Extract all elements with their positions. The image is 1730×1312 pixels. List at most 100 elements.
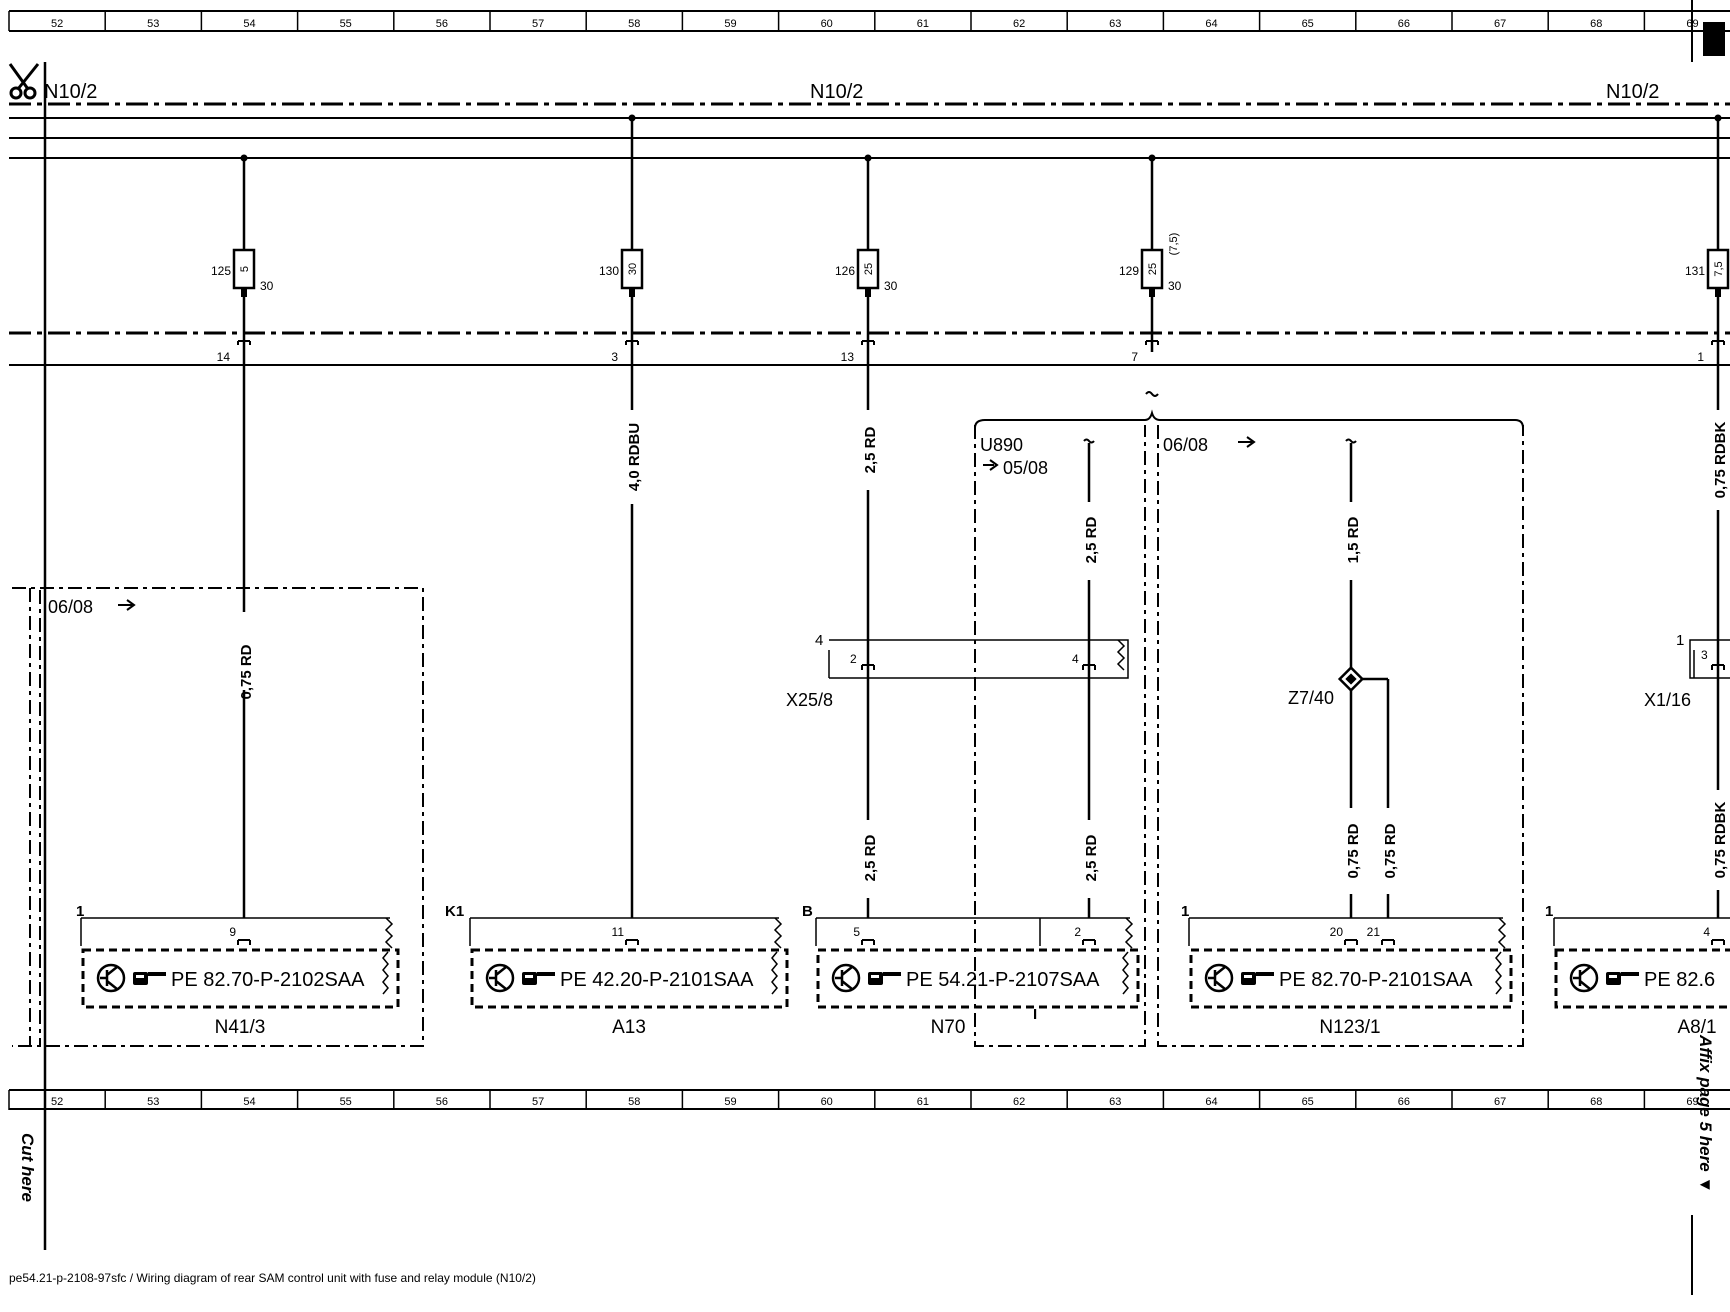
grid-column-number: 53 [147, 18, 159, 30]
grid-column-number: 54 [243, 1096, 255, 1108]
wire-label-a8-lower: 0,75 RDBK [1712, 801, 1729, 878]
code-box-u890-date: 05/08 [1003, 458, 1048, 478]
pin-marker [625, 939, 639, 945]
wire-label-n70-upper: 2,5 RD [862, 426, 879, 473]
grid-column-number: 68 [1590, 1096, 1602, 1108]
component-reference-link[interactable]: PE 42.20-P-2101SAA [560, 969, 754, 991]
component-pin-number: 2 [1074, 925, 1081, 939]
component-connector-label: K1 [445, 903, 464, 920]
pointing-hand-icon[interactable] [1606, 972, 1639, 985]
component-connector [1553, 917, 1730, 946]
grid-column-number: 59 [724, 18, 736, 30]
pointing-hand-icon[interactable] [522, 972, 555, 985]
grid-column-number: 64 [1205, 1096, 1217, 1108]
component-box [81, 948, 400, 1009]
wire-label-a8-upper: 0,75 RDBK [1712, 421, 1729, 498]
component-name: N70 [931, 1017, 966, 1038]
component-connector [469, 917, 779, 946]
component-reference-link[interactable]: PE 82.70-P-2101SAA [1279, 969, 1473, 991]
arrow-right-icon [118, 599, 136, 611]
grid-column-number: 53 [147, 1096, 159, 1108]
grid-column-number: 60 [821, 1096, 833, 1108]
pointing-hand-icon[interactable] [1241, 972, 1274, 985]
x25-8-pin-b: 4 [1072, 652, 1079, 666]
component-connector [80, 917, 390, 946]
grid-column-number: 57 [532, 18, 544, 30]
code-box-u890-label: U890 [980, 435, 1023, 455]
component-reference-link[interactable]: PE 54.21-P-2107SAA [906, 969, 1100, 991]
code-box-left-date: 06/08 [48, 597, 93, 617]
component-name: A13 [612, 1017, 646, 1038]
wire-label-u890-upper: 2,5 RD [1083, 516, 1100, 563]
wire-labels: 0,75 RD 4,0 RDBU 2,5 RD 2,5 RD 2,5 RD 2,… [235, 410, 1729, 898]
component-box [1189, 948, 1513, 1009]
grid-column-number: 58 [628, 18, 640, 30]
pin-marker [1711, 340, 1725, 345]
grid-column-number: 52 [51, 1096, 63, 1108]
component-box [470, 948, 789, 1009]
fuse-rating: 25 [863, 263, 875, 275]
module-label-center: N10/2 [810, 81, 863, 103]
code-box-n123 [1157, 425, 1524, 1047]
pointing-hand-icon[interactable] [868, 972, 901, 985]
pointing-hand-icon[interactable] [133, 972, 166, 985]
wire-label-n123-a: 0,75 RD [1345, 823, 1362, 878]
grid-column-number: 56 [436, 1096, 448, 1108]
wire-label-n123-upper: 1,5 RD [1345, 516, 1362, 563]
pin-marker [1082, 939, 1096, 945]
component-connector-label: 1 [1545, 903, 1553, 920]
component-pin-number: 4 [1703, 925, 1710, 939]
pin-marker [861, 939, 875, 945]
module-pin-number: 13 [841, 350, 855, 364]
grid-column-number: 64 [1205, 18, 1217, 30]
component-box [1554, 948, 1730, 1009]
component-pin-number: 11 [612, 925, 625, 939]
x25-8-side-number: 4 [815, 632, 823, 649]
grid-column-number: 54 [243, 18, 255, 30]
component-reference-link[interactable]: PE 82.70-P-2102SAA [171, 969, 365, 991]
splice-z7-40 [1337, 665, 1365, 693]
cut-here-label: Cut here [18, 1133, 37, 1202]
wire-end-n123 [1345, 438, 1357, 444]
pin-marker [861, 340, 875, 345]
fuse-rating: 30 [627, 263, 639, 275]
grid-column-number: 55 [340, 1096, 352, 1108]
group-brace [974, 409, 1524, 429]
component-name: N123/1 [1319, 1017, 1380, 1038]
module-label-right: N10/2 [1606, 81, 1659, 103]
grid-column-number: 52 [51, 18, 63, 30]
module-pin-number: 7 [1131, 350, 1138, 364]
wire-break-symbol [1145, 391, 1159, 397]
grid-column-number: 56 [436, 18, 448, 30]
pin-marker [1711, 664, 1725, 670]
grid-column-number: 63 [1109, 1096, 1121, 1108]
wire-label-n123-b: 0,75 RD [1382, 823, 1399, 878]
fuse-rating: 25 [1147, 263, 1159, 275]
x25-8-pin-a: 2 [850, 652, 857, 666]
fuse-number: 130 [599, 264, 619, 278]
affix-page-label: Affix page 5 here ▼ [1696, 1034, 1715, 1193]
scissors-icon[interactable] [8, 63, 40, 100]
fuse-number: 129 [1119, 264, 1139, 278]
pin-marker [1145, 340, 1159, 345]
component-pin-number: 21 [1367, 925, 1381, 939]
code-box-u890 [974, 425, 1146, 1047]
fuse-number: 126 [835, 264, 855, 278]
grid-column-number: 67 [1494, 18, 1506, 30]
wire-label-a13: 4,0 RDBU [626, 423, 643, 491]
component-connector [815, 917, 1130, 946]
code-box-left [12, 587, 424, 1047]
component-connector2-label: I [1033, 1006, 1037, 1023]
grid-column-number: 57 [532, 1096, 544, 1108]
component-reference-link[interactable]: PE 82.6 [1644, 969, 1715, 991]
page-marker [1703, 22, 1725, 56]
wire-label-u890-lower: 2,5 RD [1083, 834, 1100, 881]
wire-label-n41: 0,75 RD [238, 644, 255, 699]
pin-marker [1344, 939, 1358, 945]
component-connector [1188, 917, 1503, 946]
pin-marker [237, 340, 251, 345]
